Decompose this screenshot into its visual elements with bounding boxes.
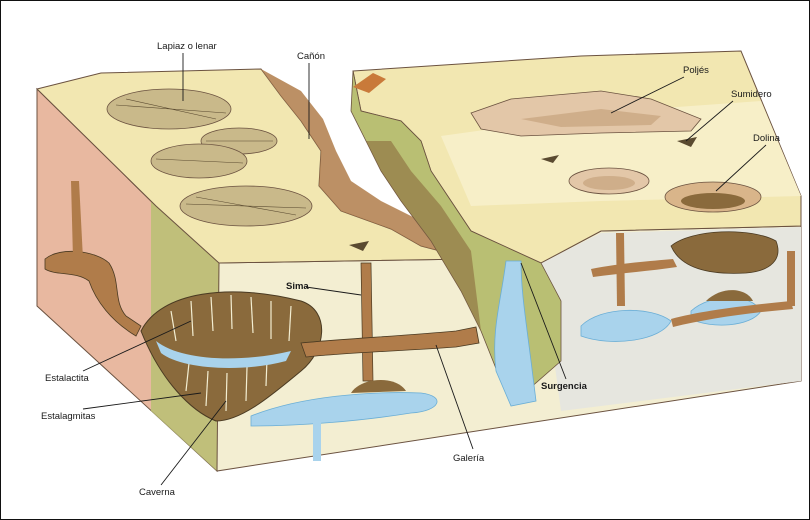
label-dolina: Dolina [753,133,781,144]
right-vertical-shaft [616,233,625,306]
water-channel [313,421,321,461]
label-sumidero: Sumidero [731,89,772,100]
label-estalagmitas: Estalagmitas [41,411,96,422]
right-edge-shaft [787,251,795,306]
label-poljes: Poljés [683,65,709,76]
sima-shaft [361,263,373,381]
label-estalactitas: Estalactita [45,373,90,384]
label-canon: Cañón [297,51,325,62]
label-caverna: Caverna [139,487,176,498]
label-galeria: Galería [453,453,485,464]
label-lapiaz: Lapiaz o lenar [157,41,217,52]
label-sima: Sima [286,281,309,292]
label-surgencia: Surgencia [541,381,588,392]
